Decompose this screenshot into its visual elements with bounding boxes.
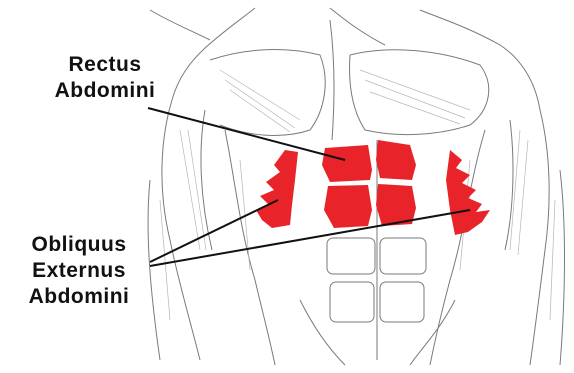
label-rectus-line1: Rectus xyxy=(40,52,170,78)
leader-oblique-left xyxy=(150,200,278,262)
label-obliquus-externus: Obliquus Externus Abdomini xyxy=(4,232,154,310)
oblique-right xyxy=(446,150,490,235)
leader-rectus xyxy=(148,108,345,160)
rectus-block-upper-right xyxy=(376,140,416,180)
label-rectus-abdomini: Rectus Abdomini xyxy=(40,52,170,104)
label-rectus-line2: Abdomini xyxy=(40,78,170,104)
oblique-left xyxy=(256,150,298,228)
rectus-block-upper-left xyxy=(322,145,372,182)
label-obliquus-line2: Externus xyxy=(4,258,154,284)
highlighted-muscles xyxy=(256,140,490,235)
label-obliquus-line3: Abdomini xyxy=(4,284,154,310)
label-obliquus-line1: Obliquus xyxy=(4,232,154,258)
rectus-block-mid-left xyxy=(324,185,372,228)
